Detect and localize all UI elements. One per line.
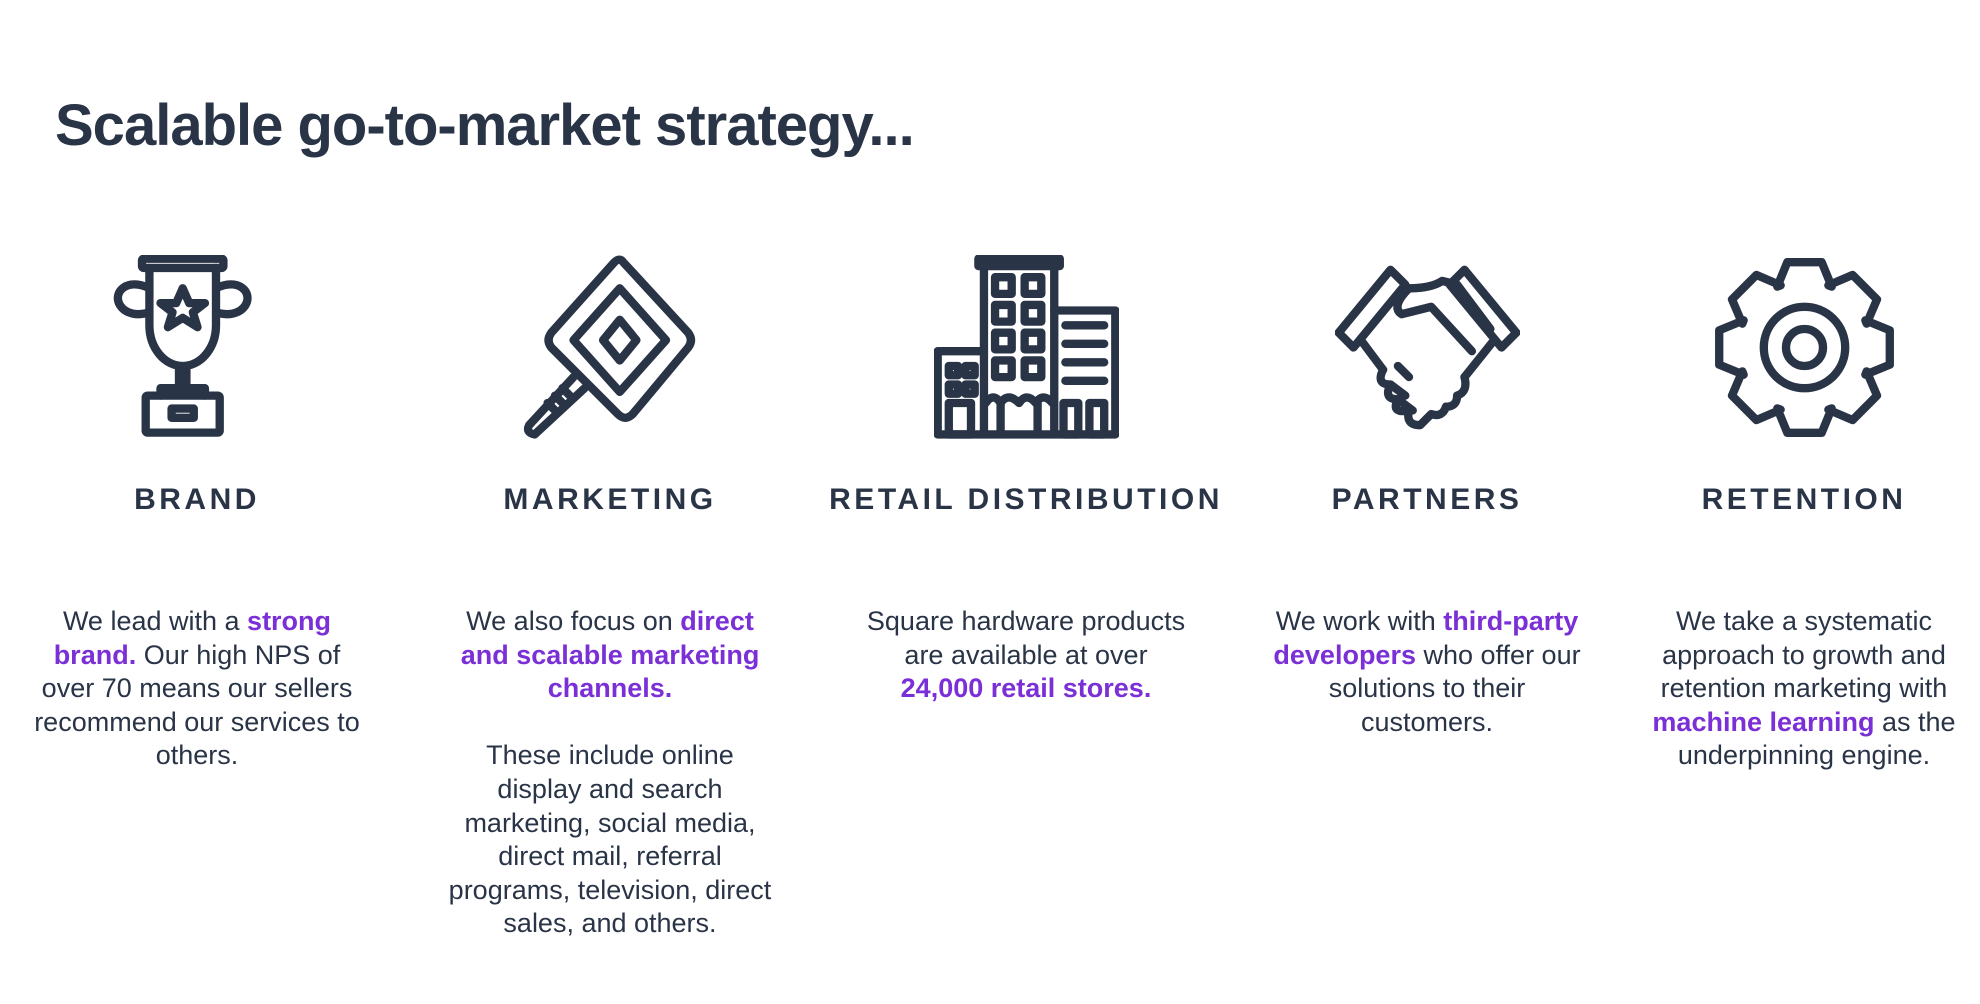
heading-retail-distribution: RETAIL DISTRIBUTION [829, 483, 1223, 516]
description-retail-distribution: Square hardware products are available a… [866, 606, 1186, 704]
description-brand: We lead with a strong brand. Our high NP… [34, 606, 360, 771]
buildings-icon [826, 255, 1226, 440]
heading-brand: BRAND [134, 483, 260, 516]
column-retail-distribution: RETAIL DISTRIBUTION Square hardware prod… [826, 255, 1226, 706]
trophy-icon [0, 255, 397, 440]
square-reader-icon [410, 255, 810, 440]
gear-icon [1604, 255, 1980, 440]
column-retention: RETENTION We take a systematic approach … [1604, 255, 1980, 773]
heading-partners: PARTNERS [1331, 483, 1523, 516]
column-brand: BRAND We lead with a strong brand. Our h… [0, 255, 397, 773]
heading-marketing: MARKETING [503, 483, 717, 516]
column-marketing: MARKETING We also focus on direct and sc… [410, 255, 810, 941]
description-retention: We take a systematic approach to growth … [1652, 606, 1956, 771]
page-title: Scalable go-to-market strategy... [55, 93, 915, 158]
description-partners: We work with third-party developers who … [1273, 606, 1581, 737]
heading-retention: RETENTION [1701, 483, 1907, 516]
column-partners: PARTNERS We work with third-party develo… [1227, 255, 1627, 739]
description-marketing: We also focus on direct and scalable mar… [448, 606, 772, 939]
handshake-icon [1227, 255, 1627, 440]
